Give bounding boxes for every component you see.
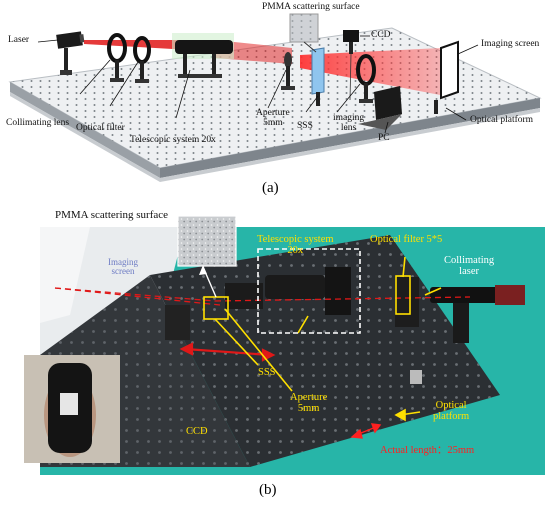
scale-arrow (350, 423, 382, 439)
label-actual-length: Actual length：25mm (380, 445, 475, 456)
label-pc: PC (378, 133, 390, 143)
panel-b-photo (24, 215, 545, 475)
label-telescopic-system-b: Telescopic system 20x (257, 234, 334, 257)
label-imaging-screen-b: Imaging screen (108, 257, 138, 277)
label-sss-b: SSS (258, 367, 276, 378)
telescope-tube (265, 275, 325, 299)
label-pmma-a: PMMA scattering surface (262, 2, 360, 12)
ccd-camera (343, 30, 359, 101)
label-ccd-a: CCD (371, 30, 391, 40)
collimating-laser-device (430, 287, 500, 303)
highlight-boxes (203, 256, 411, 392)
pmma-inset-b (177, 215, 237, 298)
label-aperture-a: Aperture 5mm (256, 108, 290, 128)
caption-a: (a) (262, 180, 279, 196)
label-optical-platform-b: Optical platform (433, 400, 470, 423)
caption-b: (b) (259, 482, 277, 498)
label-collimating-laser: Collimating laser (444, 255, 495, 278)
panel-a-diagram (8, 13, 542, 182)
telescopic-system (172, 33, 234, 78)
label-collimating-lens: Collimating lens (6, 118, 70, 128)
label-ccd-b: CCD (186, 426, 208, 437)
imaging-screen-a (434, 40, 459, 114)
label-telescopic-system: Telescopic system 20x (130, 135, 216, 145)
label-sss-a: SSS (297, 121, 313, 131)
pmma-inset-a (289, 13, 319, 53)
label-imaging-screen-a: Imaging screen (481, 39, 540, 49)
sss-holder-inset (24, 355, 120, 463)
collimating-lens (107, 33, 127, 82)
projected-beam (300, 48, 440, 95)
yellow-arrows (297, 287, 442, 422)
pc-laptop (358, 86, 402, 130)
label-aperture-b: Aperture 5mm (290, 392, 328, 415)
leader-lines-a (37, 35, 479, 134)
telescope-dashed-box (257, 248, 361, 334)
laser-device (56, 31, 85, 75)
imaging-lens (356, 54, 376, 103)
label-imaging-lens: imaging lens (333, 113, 365, 133)
label-optical-filter-b: Optical filter 5*5 (370, 234, 443, 245)
sss-plate (311, 47, 325, 106)
label-optical-platform: Optical platform (470, 115, 534, 125)
optical-filter (133, 36, 151, 83)
label-laser: Laser (8, 35, 30, 45)
aperture-element (281, 52, 295, 90)
label-optical-filter: Optical filter (76, 123, 125, 133)
expanded-beam (215, 40, 292, 64)
label-pmma-b: PMMA scattering surface (55, 209, 169, 221)
